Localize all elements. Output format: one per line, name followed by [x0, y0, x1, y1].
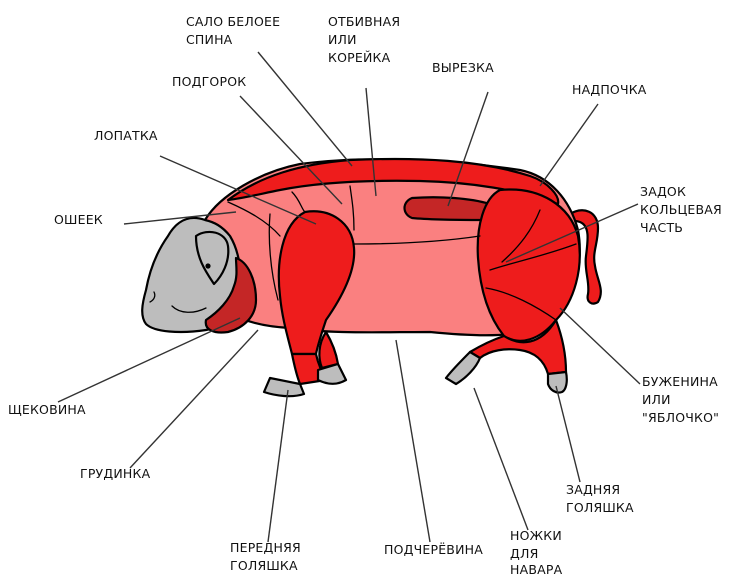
leader-grudinka [130, 330, 258, 468]
leader-perednyaya [268, 390, 288, 542]
leader-salo [258, 52, 352, 166]
eye [205, 263, 210, 268]
label-nozhki-line1: НОЖКИ [510, 528, 562, 543]
label-vyrezka: ВЫРЕЗКА [432, 60, 494, 75]
label-buzhenina-line1: БУЖЕНИНА [642, 374, 718, 389]
leader-nozhki [474, 388, 528, 530]
label-salo-line2: СПИНА [186, 32, 233, 47]
label-lopatka: ЛОПАТКА [94, 128, 158, 143]
label-buzhenina-line3: "ЯБЛОЧКО" [642, 410, 719, 425]
label-grudinka: ГРУДИНКА [80, 466, 151, 481]
cut-zadok [478, 189, 580, 340]
label-zadok-line2: КОЛЬЦЕВАЯ [640, 202, 722, 217]
label-salo-line1: САЛО БЕЛОЕЕ [186, 14, 280, 29]
label-podgorok: ПОДГОРОК [172, 74, 246, 89]
label-zadok-line3: ЧАСТЬ [640, 220, 683, 235]
label-osheek: ОШЕЕК [54, 212, 103, 227]
label-zadnyaya-line2: ГОЛЯШКА [566, 500, 634, 515]
label-nadpochka: НАДПОЧКА [572, 82, 647, 97]
pig-figure [142, 159, 601, 396]
label-zadnyaya-line1: ЗАДНЯЯ [566, 482, 620, 497]
leader-podcherevina [396, 340, 430, 542]
cut-vyrezka [405, 197, 492, 220]
label-otbivnaya-line3: КОРЕЙКА [328, 50, 391, 65]
label-buzhenina-line2: ИЛИ [642, 392, 671, 407]
label-nozhki-line2: ДЛЯ [510, 546, 538, 561]
leader-zadnyaya [556, 386, 580, 482]
label-podcherevina: ПОДЧЕРЁВИНА [384, 542, 483, 557]
leader-buzhenina [560, 308, 640, 384]
inner-front-leg [319, 332, 338, 368]
label-shchekovina: ЩЕКОВИНА [8, 402, 86, 417]
rear-hoof [446, 352, 480, 384]
label-otbivnaya-line2: ИЛИ [328, 32, 357, 47]
label-zadok-line1: ЗАДОК [640, 184, 686, 199]
label-perednyaya-line2: ГОЛЯШКА [230, 558, 298, 573]
leader-nadpochka [540, 104, 598, 186]
leader-shchekovina [58, 318, 240, 402]
label-nozhki-line3: НАВАРА [510, 562, 563, 575]
label-perednyaya-line1: ПЕРЕДНЯЯ [230, 540, 301, 555]
label-otbivnaya-line1: ОТБИВНАЯ [328, 14, 400, 29]
